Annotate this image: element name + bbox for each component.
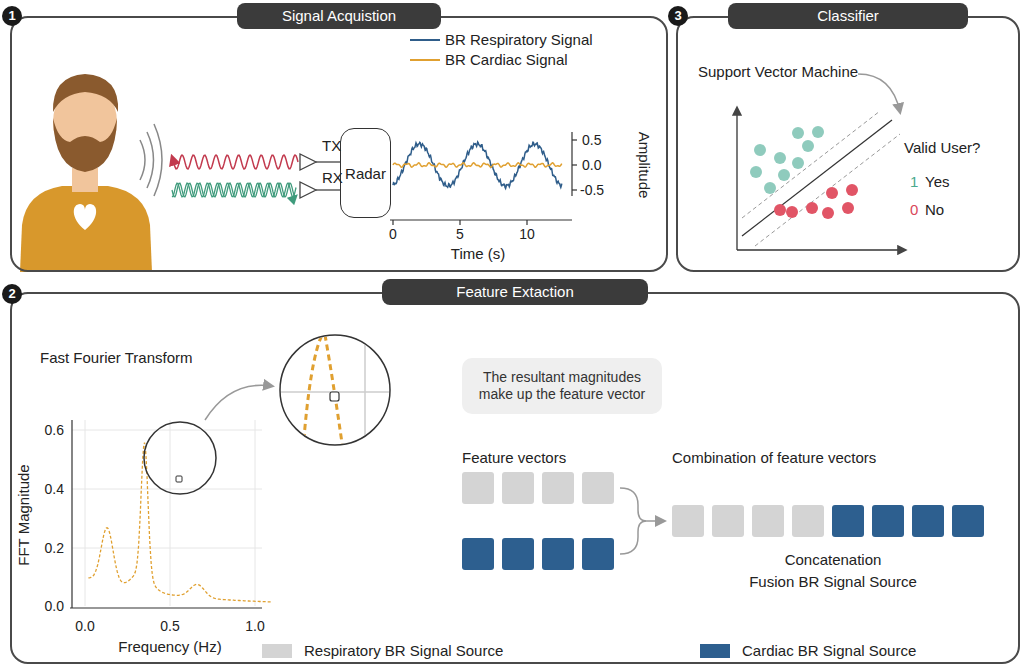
legend-text: Respiratory BR Signal Source: [304, 642, 503, 659]
text-label: 0.5: [582, 132, 601, 148]
text-label: TX: [322, 137, 341, 154]
text-label: Concatenation: [785, 551, 882, 568]
radar-waves: [172, 155, 298, 197]
callout-number: 1: [2, 6, 22, 26]
text-label: 0.6: [45, 422, 64, 438]
callout-number: 3: [668, 6, 688, 26]
text-label: 0.0: [75, 618, 94, 634]
text-label: 0.2: [45, 540, 64, 556]
text-label: Frequency (Hz): [118, 638, 221, 655]
signal-plot: [390, 40, 577, 225]
text-label: Feature vectors: [462, 449, 566, 466]
fft-curve: [88, 443, 272, 602]
text-label: 5: [456, 226, 464, 242]
text-label: 10: [519, 226, 535, 242]
legend-text: Cardiac BR Signal Source: [742, 642, 916, 659]
panel: Feature ExtactionThe resultant magnitude…: [10, 292, 1020, 664]
box-label: Radar: [345, 165, 386, 182]
text-label: 0: [389, 226, 397, 242]
text-label: Yes: [925, 173, 949, 190]
feature-vectors: [462, 472, 984, 570]
radar-box: Radar: [340, 128, 391, 218]
note-text: The resultant magnitudes make up the fea…: [474, 369, 650, 403]
text-label: BR Cardiac Signal: [445, 51, 568, 68]
text-label: No: [925, 201, 944, 218]
text-label: RX: [322, 169, 343, 186]
text-label: 0.0: [45, 598, 64, 614]
text-label: Fusion BR Signal Source: [749, 573, 917, 590]
text-label: Time (s): [451, 245, 505, 262]
fft-plot: [70, 420, 262, 608]
panel-title: Classifier: [728, 3, 968, 29]
text-label: -0.5: [580, 182, 604, 198]
text-label: 0: [910, 201, 918, 218]
text-label: Combination of feature vectors: [672, 449, 876, 466]
axis-title: FFT Magnitude: [15, 464, 32, 565]
axis-title: Amplitude: [635, 132, 652, 199]
text-label: 1.0: [245, 618, 264, 634]
text-label: 0.0: [582, 157, 601, 173]
merge-brace: [620, 488, 664, 554]
text-label: BR Respiratory Signal: [445, 31, 593, 48]
text-label: 0.5: [160, 618, 179, 634]
text-label: Fast Fourier Transform: [40, 349, 193, 366]
note-box: The resultant magnitudes make up the fea…: [462, 358, 662, 414]
svm-plot: [737, 74, 905, 250]
panel-title: Signal Acquistion: [237, 3, 441, 29]
person-figure: [20, 74, 162, 272]
text-label: Valid User?: [904, 139, 980, 156]
text-label: 0.4: [45, 481, 64, 497]
signal-traces: [393, 142, 562, 189]
panel-title: Feature Extaction: [382, 279, 648, 305]
callout-number: 2: [2, 284, 22, 304]
legend-swatch: [700, 644, 730, 658]
legend-swatch: [262, 644, 292, 658]
text-label: 1: [910, 173, 918, 190]
text-label: Support Vector Machine: [698, 63, 858, 80]
